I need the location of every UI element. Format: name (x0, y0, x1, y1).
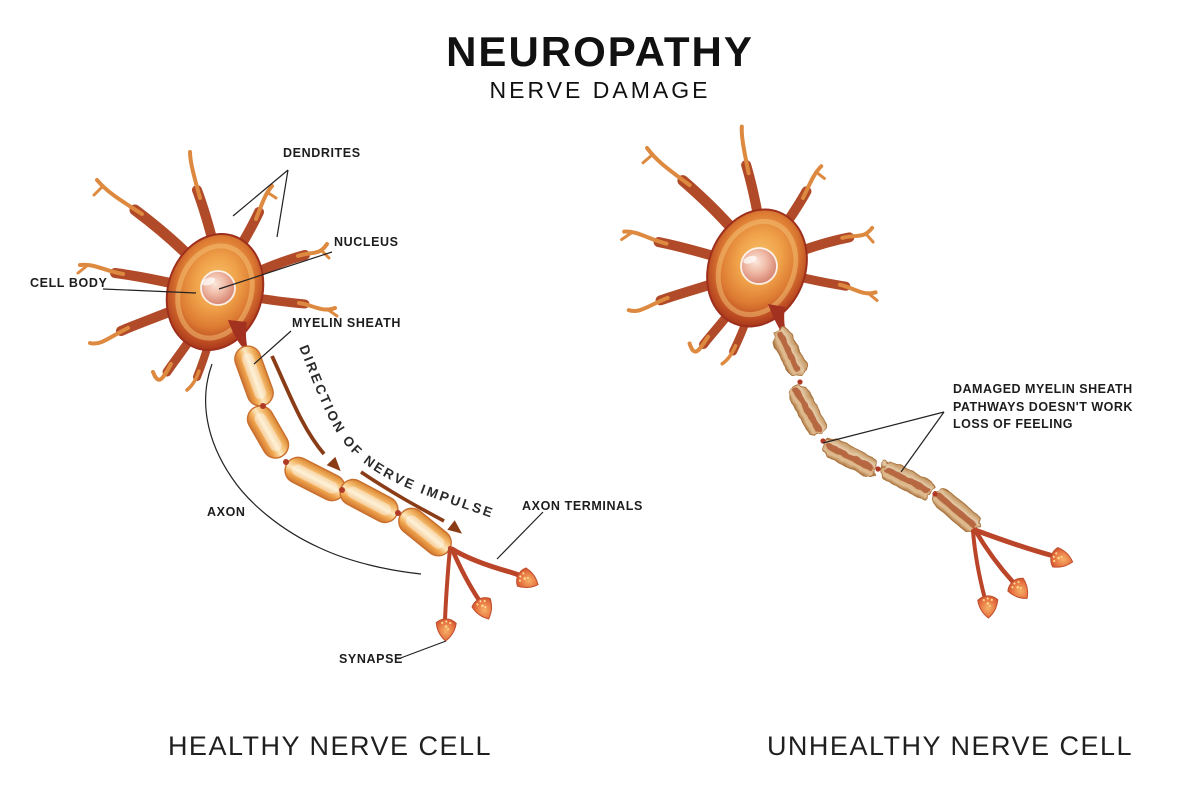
damaged-myelin-segment (788, 385, 828, 437)
damaged-myelin-segment (823, 437, 877, 477)
myelin-leader-line (253, 330, 292, 365)
damage-note-line: DAMAGED MYELIN SHEATH (953, 382, 1133, 396)
healthy-leader-lines (102, 169, 544, 660)
impulse-arrowhead (326, 456, 341, 472)
nucleus-leader-line (218, 251, 333, 290)
dendrites-leader-line (232, 169, 289, 217)
nucleus-highlight (743, 255, 757, 264)
damaged-node (932, 491, 938, 497)
damaged-myelin-segment (772, 328, 806, 376)
cell-body-inner-glow (175, 243, 255, 341)
myelin-sheath-label: MYELIN SHEATH (292, 316, 401, 330)
damage-note-line: PATHWAYS DOESN'T WORK (953, 399, 1133, 414)
healthy-axon-terminals (435, 546, 543, 642)
damage-leader-line (900, 411, 945, 473)
healthy-cell-caption: HEALTHY NERVE CELL (167, 731, 493, 761)
dendrites-label: DENDRITES (283, 146, 361, 160)
node-of-ranvier (260, 403, 266, 409)
cell-body-inner-glow (715, 218, 799, 318)
impulse-arrowhead (447, 520, 463, 534)
damage-leader-line (822, 411, 945, 444)
page-title: NEUROPATHY (446, 28, 754, 75)
unhealthy-nucleus (740, 247, 778, 285)
node-of-ranvier (395, 510, 401, 516)
healthy-neuron: DIRECTION OF NERVE IMPULSE (78, 152, 544, 660)
synapse-cone (435, 618, 457, 642)
healthy-axon-hillock (228, 320, 249, 354)
myelin-segment (246, 405, 290, 459)
damaged-node (875, 466, 881, 472)
dendrites-leader-line (276, 169, 289, 238)
healthy-nucleus (200, 270, 236, 306)
axon-terminals-label: AXON TERMINALS (522, 499, 643, 513)
synapse-leader-line (397, 640, 447, 660)
synapse-label: SYNAPSE (339, 652, 403, 666)
impulse-arrows (270, 355, 463, 534)
unhealthy-neuron (613, 119, 1076, 619)
synapse-cone (469, 594, 499, 624)
damage-note-line: LOSS OF FEELING (953, 417, 1074, 431)
damaged-myelin-segment (880, 460, 934, 500)
damaged-node (797, 379, 803, 385)
synapse-cone (1048, 545, 1076, 573)
unhealthy-axon-terminals (971, 527, 1076, 619)
page-subtitle: NERVE DAMAGE (489, 77, 711, 103)
node-of-ranvier (339, 487, 345, 493)
axon-terminals-leader-line (496, 511, 544, 560)
nucleus-highlight (201, 277, 216, 286)
axon-bracket-line (205, 363, 422, 575)
synapse-cone (977, 595, 999, 619)
damage-note: DAMAGED MYELIN SHEATH PATHWAYS DOESN'T W… (953, 381, 1133, 434)
cell-body-label: CELL BODY (30, 276, 108, 290)
myelin-segment (284, 456, 346, 502)
myelin-segment (234, 345, 274, 407)
synapse-cone (513, 565, 543, 595)
myelin-segment (339, 478, 399, 524)
node-of-ranvier (283, 459, 289, 465)
damaged-axon (772, 328, 981, 533)
nucleus-label: NUCLEUS (334, 235, 399, 249)
axon-label: AXON (207, 505, 246, 519)
unhealthy-cell-caption: UNHEALTHY NERVE CELL (766, 731, 1134, 761)
cell-body-leader-line (102, 288, 197, 294)
healthy-axon (234, 345, 452, 557)
